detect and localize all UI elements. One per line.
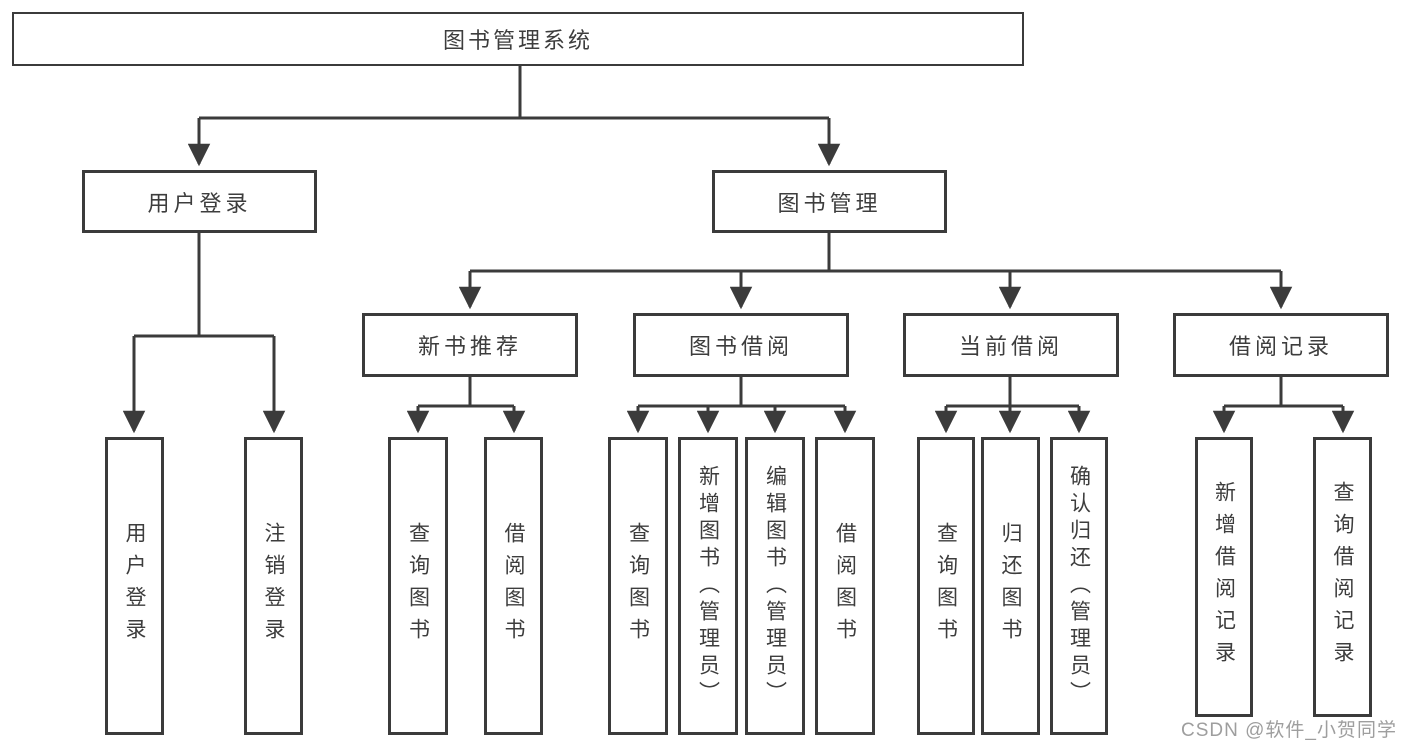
node-label: 图书借阅 <box>688 334 793 359</box>
node-user-login: 用户登录 <box>82 170 317 233</box>
node-leaf-borrow-books: 借阅图书 <box>484 437 543 735</box>
node-leaf-logout: 注销登录 <box>244 437 303 735</box>
node-label: 归还图书 <box>999 522 1022 650</box>
node-current-borrowing: 当前借阅 <box>903 313 1119 377</box>
node-leaf-add-borrow-record: 新增借阅记录 <box>1195 437 1253 717</box>
node-leaf-confirm-return-admin: 确认归还（管理员） <box>1050 437 1108 735</box>
node-label: 新书推荐 <box>417 334 522 359</box>
node-library-management-system: 图书管理系统 <box>12 12 1024 66</box>
node-book-borrowing: 图书借阅 <box>633 313 849 377</box>
node-new-book-recommendation: 新书推荐 <box>362 313 578 377</box>
node-label: 借阅记录 <box>1228 334 1333 359</box>
node-leaf-query-books-2: 查询图书 <box>608 437 668 735</box>
node-leaf-query-borrow-record: 查询借阅记录 <box>1313 437 1372 717</box>
node-leaf-query-books-3: 查询图书 <box>917 437 975 735</box>
node-label: 查询图书 <box>934 522 958 650</box>
node-label: 确认归还（管理员） <box>1067 464 1091 708</box>
node-label: 图书管理 <box>777 190 882 216</box>
node-leaf-borrow-books-2: 借阅图书 <box>815 437 875 735</box>
node-label: 借阅图书 <box>833 522 857 650</box>
node-borrowing-records: 借阅记录 <box>1173 313 1389 377</box>
node-label: 注销登录 <box>262 522 285 650</box>
node-leaf-edit-books-admin: 编辑图书（管理员） <box>745 437 805 735</box>
node-label: 查询图书 <box>626 522 650 650</box>
node-label: 用户登录 <box>123 522 146 650</box>
node-label: 借阅图书 <box>502 522 525 650</box>
node-label: 查询图书 <box>406 522 430 650</box>
node-leaf-user-login: 用户登录 <box>105 437 164 735</box>
node-label: 图书管理系统 <box>442 28 593 53</box>
node-book-management: 图书管理 <box>712 170 947 233</box>
node-label: 查询借阅记录 <box>1331 481 1354 673</box>
node-leaf-return-books: 归还图书 <box>981 437 1040 735</box>
csdn-watermark: CSDN @软件_小贺同学 <box>1181 720 1397 741</box>
node-label: 用户登录 <box>147 190 252 216</box>
node-leaf-add-books-admin: 新增图书（管理员） <box>678 437 738 735</box>
node-label: 编辑图书（管理员） <box>763 464 787 708</box>
node-label: 新增借阅记录 <box>1212 481 1236 673</box>
node-label: 新增图书（管理员） <box>696 464 720 708</box>
node-label: 当前借阅 <box>958 334 1063 359</box>
node-leaf-query-books: 查询图书 <box>388 437 448 735</box>
